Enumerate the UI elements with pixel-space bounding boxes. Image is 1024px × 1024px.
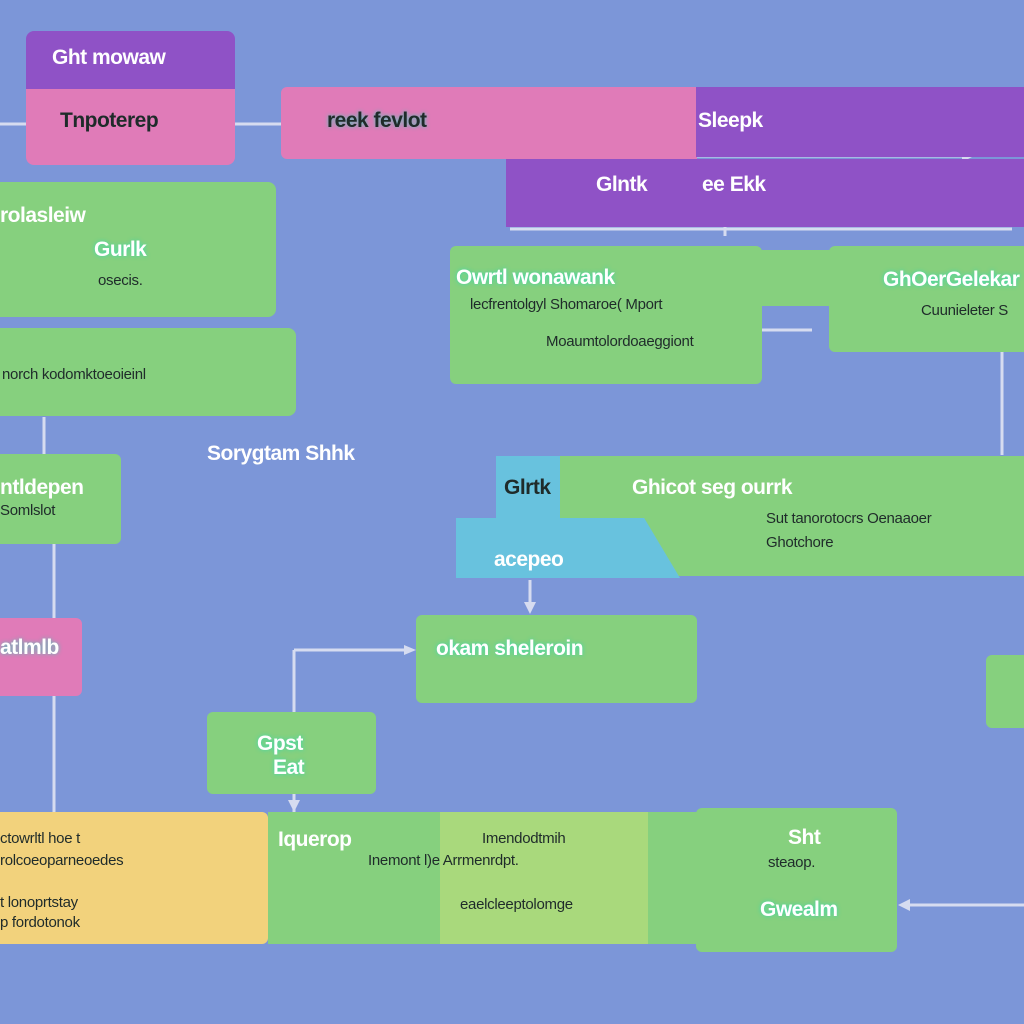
- node-top-banner-right[interactable]: Sleepk: [696, 87, 1024, 157]
- node-left-green[interactable]: rolasleiw Gurlk osecis.: [0, 182, 276, 317]
- node-label: Gurlk: [94, 238, 147, 261]
- node-note: osecis.: [98, 272, 143, 289]
- node-line: rolcoeoparneoedes: [0, 852, 124, 869]
- node-cyan-tab[interactable]: Glrtk: [496, 456, 560, 518]
- node-line: ctowrltl hoe t: [0, 830, 80, 847]
- node-line: Somlslot: [0, 502, 56, 519]
- node-line: steaop.: [768, 854, 816, 871]
- arrowhead: [288, 800, 300, 812]
- node-action: Gwealm: [760, 898, 838, 921]
- node-label: ee Ekk: [702, 173, 766, 196]
- node-line: Ghotchore: [766, 534, 834, 551]
- node-label: reek fevlot: [327, 109, 427, 132]
- node-top-left-header[interactable]: Ght mowaw: [26, 31, 235, 89]
- node-yellow[interactable]: ctowrltl hoe t rolcoeoparneoedes t lonop…: [0, 812, 268, 944]
- node-bottom-mid[interactable]: Imendodtmih Inemont l)e Arrmenrdpt. eael…: [368, 812, 650, 944]
- node-label: Sht: [788, 826, 821, 849]
- node-center-green[interactable]: Owrtl wonawank lecfrentolgyl Shomaroe( M…: [450, 246, 762, 384]
- node-label: ntldepen: [0, 476, 84, 499]
- node-label: Glntk: [596, 173, 648, 196]
- node-cyan-body[interactable]: acepeo: [456, 518, 680, 578]
- node-label: Eat: [273, 756, 305, 779]
- node-label: Ghicot seg ourrk: [632, 476, 793, 499]
- node-line: Sut tanorotocrs Oenaaoer: [766, 510, 932, 527]
- node-right-edge-stub[interactable]: [986, 655, 1024, 728]
- node-right-green[interactable]: GhOerGelekar Cuunieleter S: [829, 246, 1024, 352]
- node-purple-sub[interactable]: Glntk ee Ekk: [506, 159, 1024, 227]
- floating-label: Sorygtam Shhk: [207, 442, 355, 465]
- node-label: norch kodomktoeoieinl: [2, 366, 146, 383]
- node-line: p fordotonok: [0, 914, 80, 931]
- node-label: atlmlb: [0, 636, 59, 659]
- node-label: Tnpoterep: [60, 109, 159, 132]
- node-bottom-green[interactable]: Iquerop: [268, 812, 442, 944]
- node-label: Gpst: [257, 732, 303, 755]
- node-bottom-right[interactable]: Sht steaop. Gwealm: [696, 808, 897, 952]
- node-line: Moaumtolordoaeggiont: [546, 333, 694, 350]
- node-label: rolasleiw: [0, 204, 86, 227]
- node-wide-green[interactable]: Ghicot seg ourrk Sut tanorotocrs Oenaaoe…: [560, 456, 1024, 576]
- arrowhead: [898, 899, 910, 911]
- node-bottom-connector-block: [648, 812, 698, 944]
- node-label: Iquerop: [278, 828, 352, 851]
- node-label: okam sheleroin: [436, 637, 584, 660]
- node-label: acepeo: [494, 548, 564, 571]
- node-label: Ght mowaw: [52, 46, 166, 69]
- node-center-connector-block: [760, 250, 830, 306]
- node-pink-small[interactable]: atlmlb: [0, 618, 82, 696]
- node-line: eaelcleeptolomge: [460, 896, 573, 913]
- node-line: t lonoprtstay: [0, 894, 78, 911]
- node-left-green-bar[interactable]: norch kodomktoeoieinl: [0, 328, 296, 416]
- node-label: Glrtk: [504, 476, 551, 499]
- arrowhead: [524, 602, 536, 614]
- node-top-left-body[interactable]: Tnpoterep: [26, 89, 235, 165]
- node-line: lecfrentolgyl Shomaroe( Mport: [470, 296, 663, 313]
- node-label: Sleepk: [698, 109, 763, 132]
- node-line: Inemont l)e Arrmenrdpt.: [368, 852, 519, 869]
- node-label: GhOerGelekar: [883, 268, 1020, 291]
- node-label: Owrtl wonawank: [456, 266, 615, 289]
- node-label: Imendodtmih: [482, 830, 566, 847]
- node-left-small[interactable]: ntldepen Somlslot: [0, 454, 121, 544]
- arrowhead: [404, 645, 416, 655]
- node-mid-green[interactable]: okam sheleroin: [416, 615, 697, 703]
- node-small-green[interactable]: Gpst Eat: [207, 712, 376, 794]
- node-top-banner-left[interactable]: reek fevlot: [281, 87, 697, 159]
- node-line: Cuunieleter S: [921, 302, 1008, 319]
